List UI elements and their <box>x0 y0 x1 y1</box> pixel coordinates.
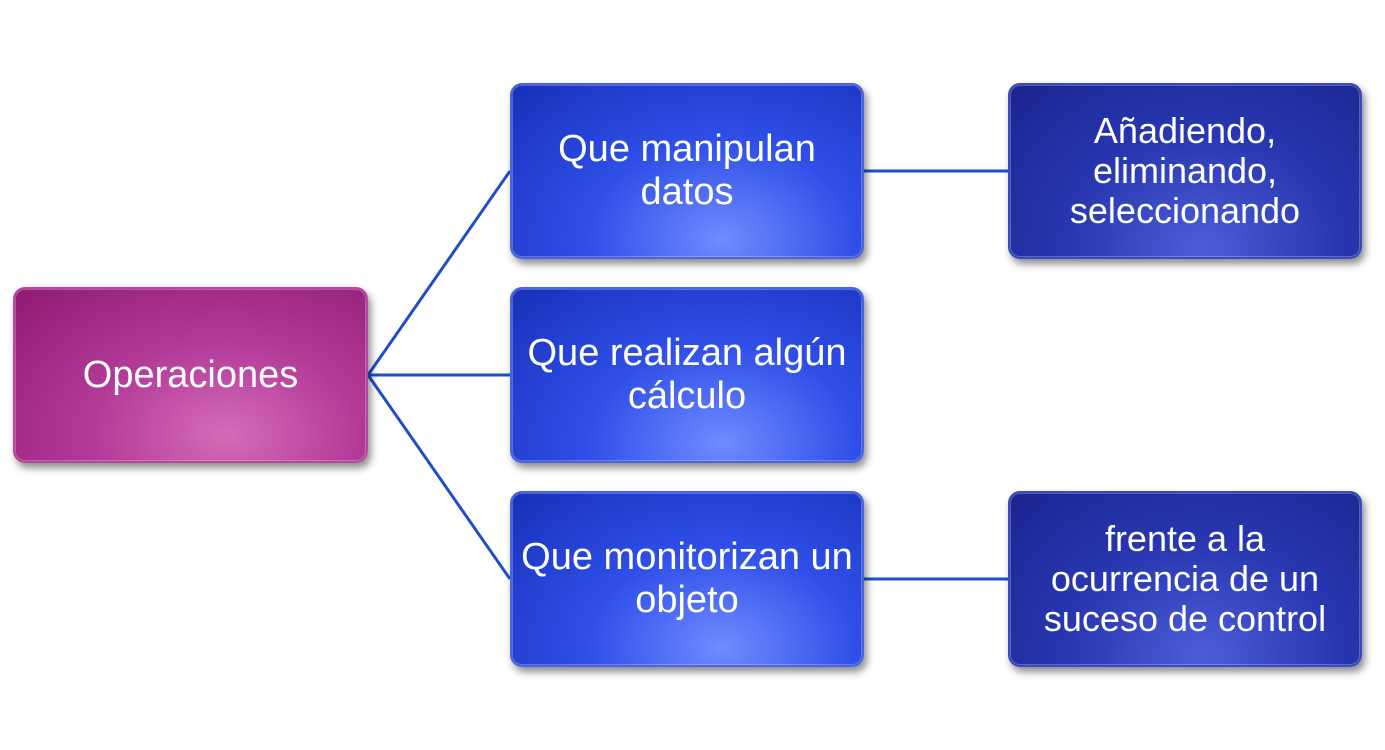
node-operaciones-label: Operaciones <box>82 353 299 396</box>
node-anadiendo-eliminando-label: Añadiendo, eliminando, seleccionando <box>1069 109 1301 232</box>
node-que-realizan-calculo-label: Que realizan algún cálculo <box>527 332 847 417</box>
connector-root-to-branch-3 <box>366 374 512 580</box>
connector-root-to-branch-1 <box>366 170 512 376</box>
node-que-manipulan-datos-label: Que manipulan datos <box>558 128 816 213</box>
node-que-monitorizan-objeto-label: Que monitorizan un objeto <box>521 536 853 621</box>
node-operaciones: Operaciones <box>13 287 368 463</box>
node-suceso-de-control-label: frente a la ocurrencia de un suceso de c… <box>1043 517 1327 640</box>
node-que-manipulan-datos: Que manipulan datos <box>510 83 864 259</box>
node-que-realizan-calculo: Que realizan algún cálculo <box>510 287 864 463</box>
node-que-monitorizan-objeto: Que monitorizan un objeto <box>510 491 864 667</box>
node-suceso-de-control: frente a la ocurrencia de un suceso de c… <box>1008 491 1362 667</box>
node-anadiendo-eliminando: Añadiendo, eliminando, seleccionando <box>1008 83 1362 259</box>
